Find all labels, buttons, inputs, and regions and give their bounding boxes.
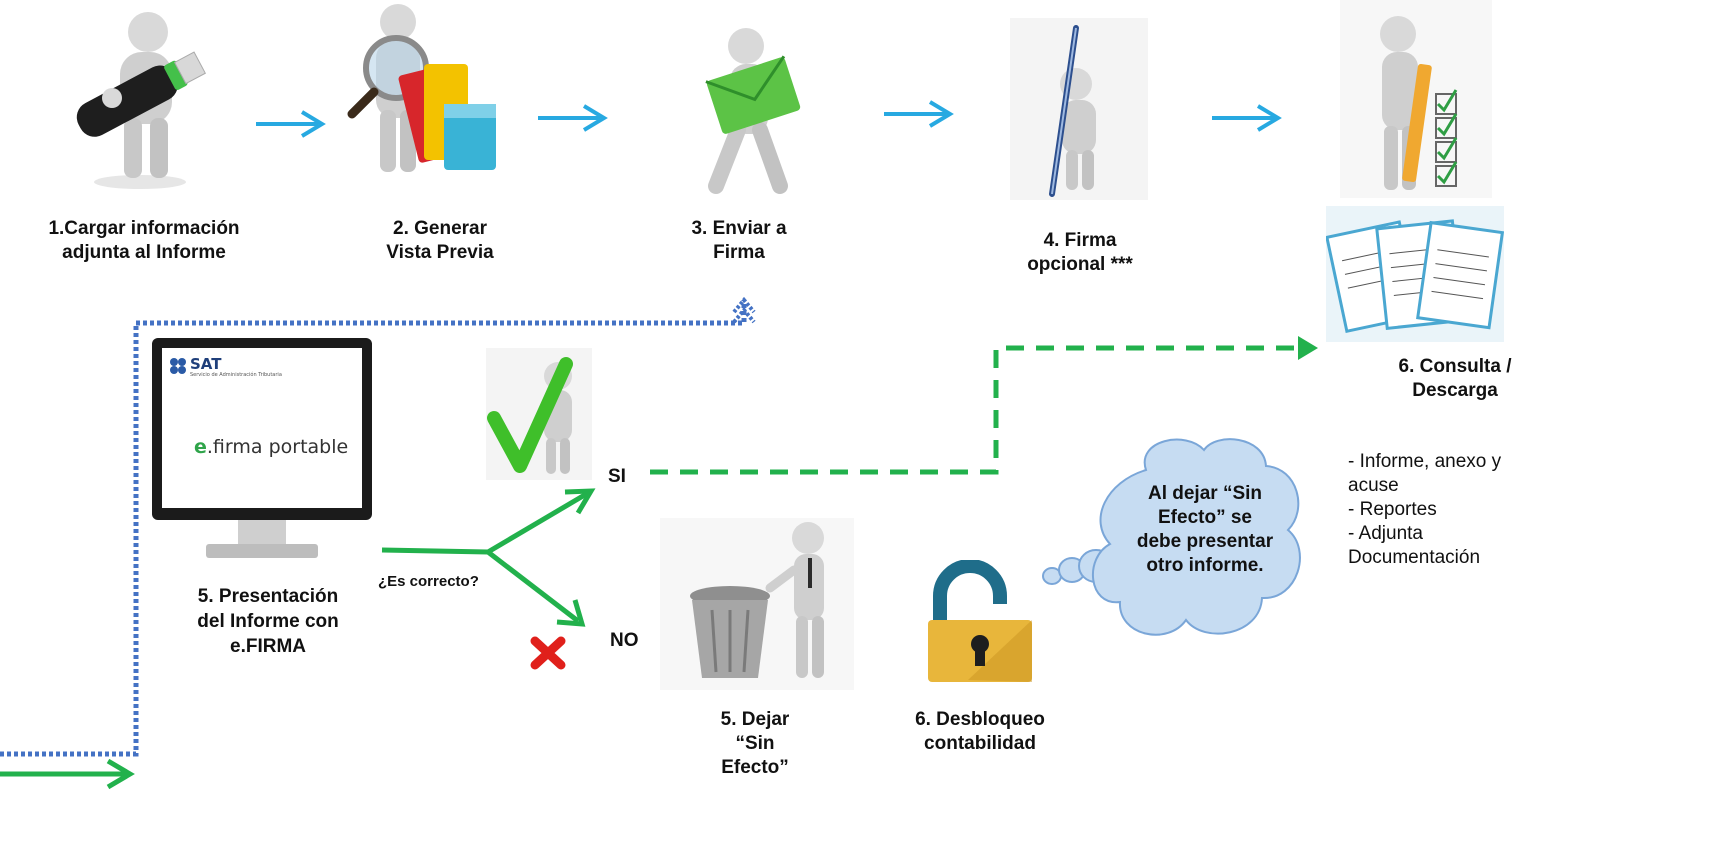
decision-no-label: NO — [610, 630, 639, 651]
efirma-product: e.firma portable — [194, 436, 348, 458]
sat-brand: SAT — [190, 355, 222, 373]
dashed-si-connector — [650, 336, 1318, 475]
blue-flow-arrow-4-6 — [1212, 104, 1282, 132]
envelope-runner-icon — [705, 28, 801, 194]
step-2-label: 2. Generar Vista Previa — [386, 218, 494, 263]
download-items-list: - Informe, anexo y acuse - Reportes - Ad… — [1348, 451, 1502, 568]
decision-question: ¿Es correcto? — [378, 573, 479, 590]
step-4-label: 4. Firma opcional *** — [1027, 230, 1133, 275]
efirma-rest: .firma portable — [206, 436, 349, 458]
pen-figure-icon — [1049, 25, 1096, 197]
efirma-prefix: e — [194, 436, 207, 458]
thought-cloud — [1042, 438, 1301, 636]
cloud-text: Al dejar “Sin Efecto” se debe presentar … — [1136, 483, 1274, 576]
blue-flow-arrow-2-3 — [538, 104, 608, 132]
magnifier-folders-icon — [347, 4, 496, 172]
trash-figure-icon — [660, 518, 854, 690]
step-5-label: 5. Presentación del Informe con e.FIRMA — [197, 586, 339, 657]
blue-flow-arrow-1-2 — [256, 110, 326, 138]
monitor-efirma: SAT Servicio de Administración Tributari… — [150, 338, 374, 566]
dotted-return-connector — [0, 296, 756, 757]
step-6b-label: 6. Desbloqueo contabilidad — [915, 709, 1045, 754]
step-6-label: 6. Consulta / Descarga — [1398, 356, 1512, 401]
pen-figure-image — [1010, 18, 1148, 200]
sat-subtitle: Servicio de Administración Tributaria — [190, 372, 282, 378]
step-5b-label: 5. Dejar “Sin Efecto” — [720, 709, 790, 778]
blue-flow-arrow-3-4 — [884, 100, 954, 128]
check-figure-icon — [486, 348, 592, 480]
red-x-icon — [530, 636, 566, 670]
decision-fork — [381, 488, 596, 627]
monitor-icon — [152, 338, 372, 558]
step-1-label: 1.Cargar información adjunta al Informe — [48, 218, 240, 263]
green-entry-arrow — [0, 758, 135, 790]
step-3-label: 3. Enviar a Firma — [691, 218, 787, 263]
decision-yes-label: SI — [608, 466, 626, 487]
usb-figure-icon — [76, 12, 206, 189]
documents-icon — [1326, 206, 1504, 342]
checklist-figure-icon — [1340, 0, 1492, 198]
unlocked-padlock-icon — [928, 560, 1032, 682]
